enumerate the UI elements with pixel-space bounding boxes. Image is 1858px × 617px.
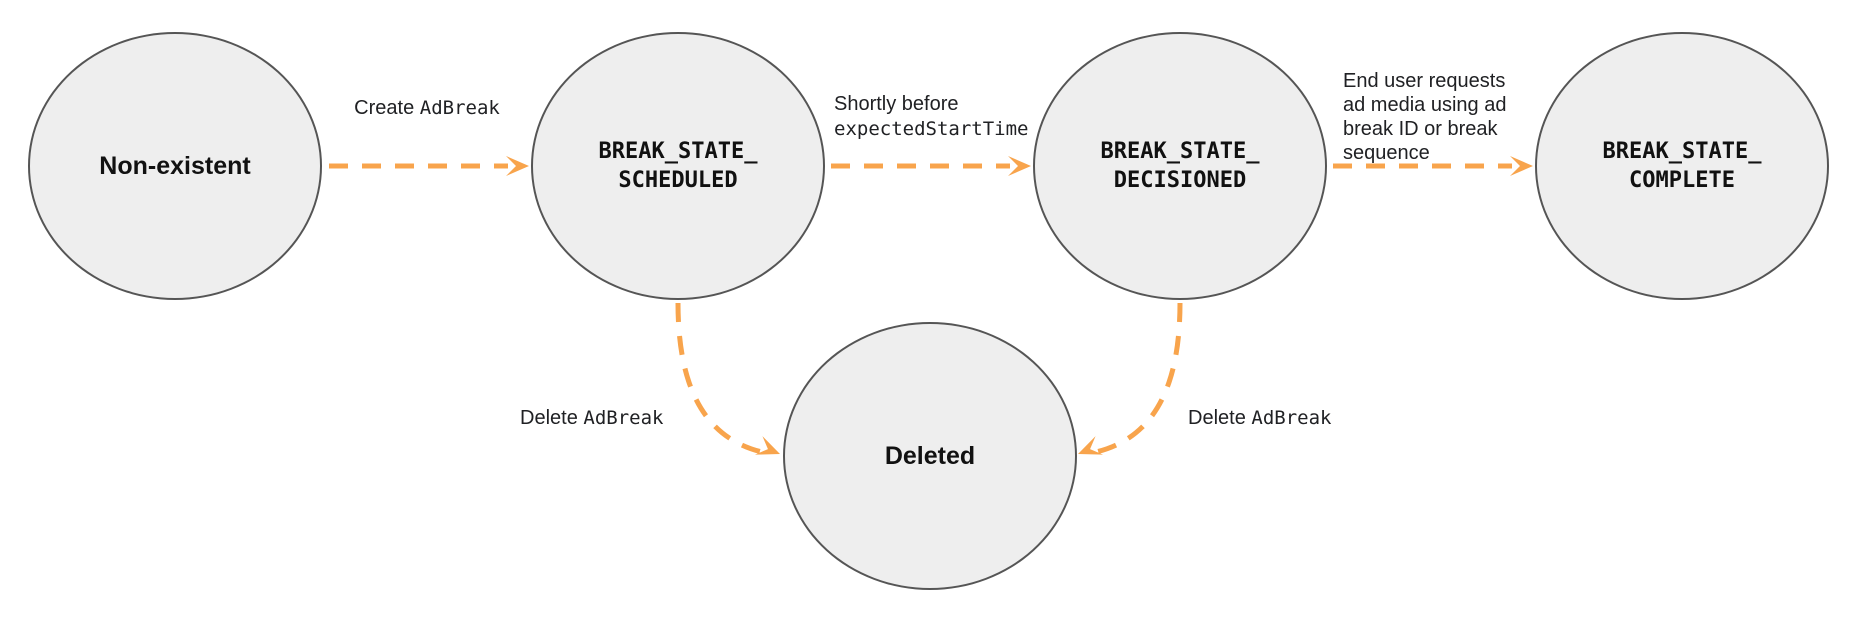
state-label-break-state-complete: BREAK_STATE_ COMPLETE bbox=[1602, 139, 1762, 193]
arrowhead-delete-from-scheduled-icon bbox=[754, 436, 780, 455]
arrowhead-shortly-before-icon bbox=[1008, 156, 1031, 176]
edge-label-delete-adbreak-left-code: AdBreak bbox=[583, 407, 664, 429]
arrow-line-delete-from-scheduled bbox=[675, 302, 763, 455]
edge-label-delete-adbreak-right-code: AdBreak bbox=[1251, 407, 1332, 429]
state-label-non-existent: Non-existent bbox=[99, 152, 251, 180]
edge-label-create-adbreak-code: AdBreak bbox=[419, 97, 500, 119]
arrowhead-end-user-requests-icon bbox=[1510, 156, 1533, 176]
state-node-break-state-decisioned: BREAK_STATE_ DECISIONED bbox=[1033, 32, 1327, 300]
state-label-deleted: Deleted bbox=[884, 442, 976, 470]
edge-label-end-user-requests-text: End user requests ad media using ad brea… bbox=[1343, 70, 1507, 164]
state-label-break-state-decisioned: BREAK_STATE_ DECISIONED bbox=[1100, 139, 1260, 193]
state-node-deleted: Deleted bbox=[783, 322, 1077, 590]
edge-label-end-user-requests: End user requests ad media using ad brea… bbox=[1343, 45, 1506, 165]
state-node-break-state-scheduled: BREAK_STATE_ SCHEDULED bbox=[531, 32, 825, 300]
edge-label-delete-adbreak-right-text: Delete bbox=[1188, 407, 1252, 429]
arrowhead-create-adbreak-icon bbox=[506, 156, 529, 176]
edge-label-create-adbreak-text: Create bbox=[354, 97, 420, 119]
state-node-non-existent: Non-existent bbox=[28, 32, 322, 300]
state-label-break-state-scheduled: BREAK_STATE_ SCHEDULED bbox=[598, 139, 758, 193]
edge-label-delete-adbreak-left: Delete AdBreak bbox=[520, 406, 663, 431]
arrowhead-delete-from-decisioned-icon bbox=[1078, 436, 1104, 455]
arrow-line-delete-from-decisioned bbox=[1095, 302, 1183, 455]
edge-label-delete-adbreak-right: Delete AdBreak bbox=[1188, 406, 1331, 431]
state-node-break-state-complete: BREAK_STATE_ COMPLETE bbox=[1535, 32, 1829, 300]
edge-label-shortly-before-text: Shortly before bbox=[834, 93, 959, 115]
edge-label-shortly-before-code: expectedStartTime bbox=[834, 118, 1029, 140]
edge-label-delete-adbreak-left-text: Delete bbox=[520, 407, 584, 429]
edge-label-create-adbreak: Create AdBreak bbox=[322, 96, 532, 121]
edge-label-shortly-before: Shortly before expectedStartTime bbox=[834, 92, 1028, 142]
